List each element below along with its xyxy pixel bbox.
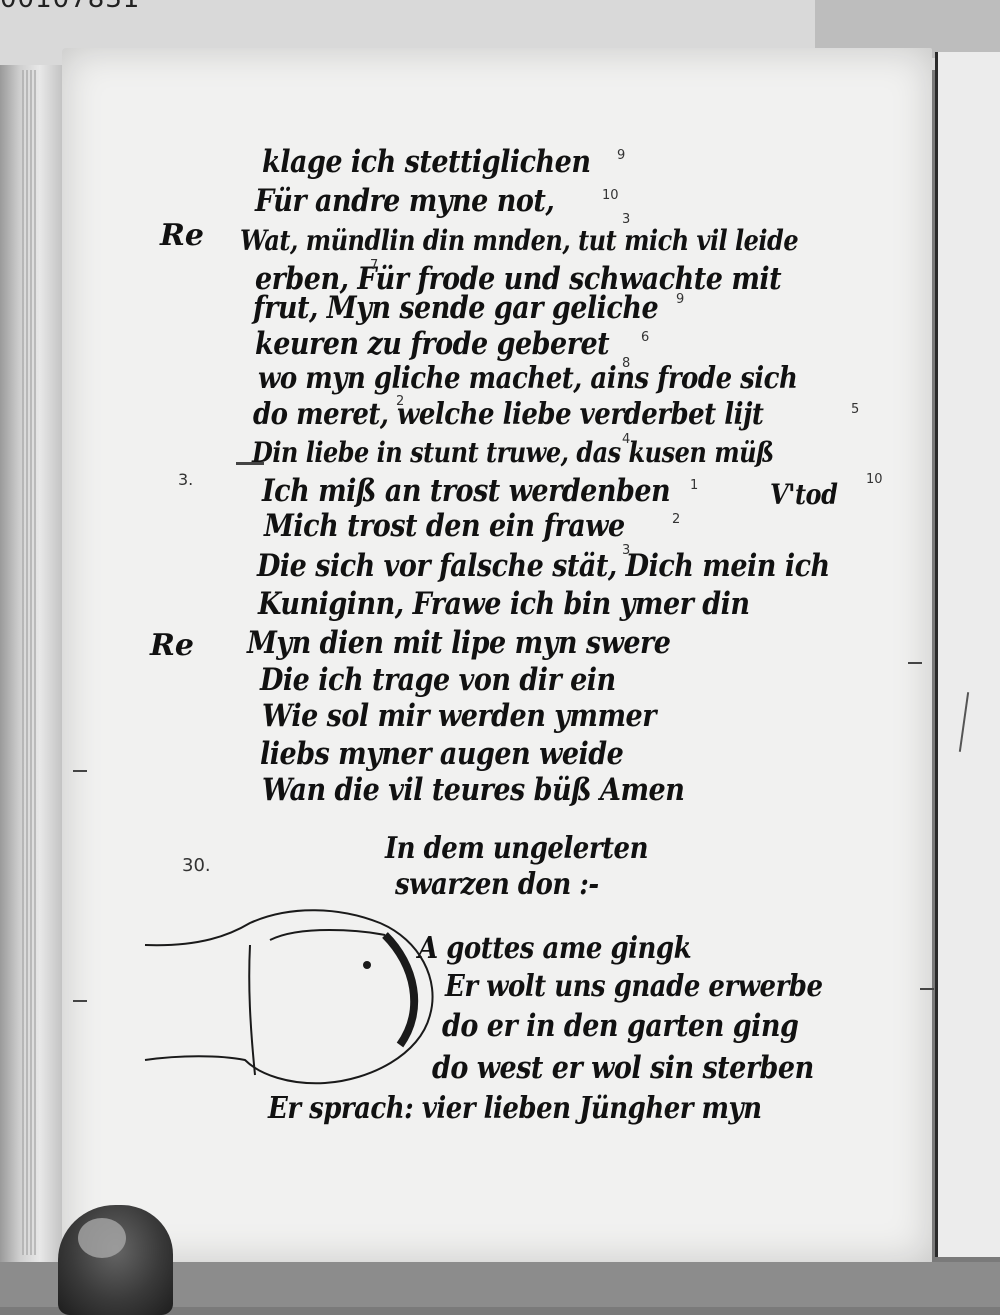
text-line: Wie sol mir werden ymmer bbox=[262, 698, 656, 735]
text-line: Wan die vil teures büß Amen bbox=[262, 772, 685, 809]
text-line: Die sich vor falsche stät, Dich mein ich bbox=[257, 548, 830, 585]
superscript-number: 9 bbox=[676, 292, 685, 307]
facing-page-edge bbox=[935, 52, 1000, 1257]
text-line: do west er wol sin sterben bbox=[432, 1050, 814, 1087]
superscript-number: 3 bbox=[622, 543, 631, 558]
text-line: Myn dien mit lipe myn swere bbox=[247, 625, 671, 662]
text-line: A gottes ame gingk bbox=[418, 931, 692, 967]
superscript-number: 1 bbox=[690, 478, 699, 493]
rubric-marker: Re bbox=[160, 218, 205, 253]
margin-tick bbox=[73, 770, 87, 772]
superscript-number: 3 bbox=[622, 212, 631, 227]
text-line: Mich trost den ein frawe bbox=[264, 508, 625, 545]
decorated-initial-d bbox=[144, 909, 434, 1085]
margin-number: 30. bbox=[182, 855, 211, 876]
margin-tick bbox=[920, 988, 934, 990]
text-line: Wat, mündlin din mnden, tut mich vil lei… bbox=[240, 223, 799, 258]
rubric-stroke bbox=[236, 462, 264, 465]
text-line: keuren zu frode geberet bbox=[255, 326, 610, 363]
superscript-number: 9 bbox=[617, 148, 626, 163]
text-line: frut, Myn sende gar geliche bbox=[253, 290, 659, 327]
manuscript-page bbox=[62, 48, 932, 1263]
text-line: Ich miß an trost werdenben bbox=[262, 473, 671, 510]
superscript-number: 10 bbox=[866, 472, 883, 487]
archive-id: 00107831 bbox=[0, 0, 140, 14]
superscript-number: 7 bbox=[370, 258, 379, 273]
superscript-number: 2 bbox=[672, 512, 681, 527]
text-line: wo myn gliche machet, ains frode sich bbox=[258, 361, 798, 397]
rubric-marker: Re bbox=[150, 628, 195, 663]
spine-edge bbox=[22, 70, 36, 1255]
facing-page-mark bbox=[958, 692, 970, 752]
text-line: In dem ungelerten bbox=[385, 831, 649, 867]
text-line: liebs myner augen weide bbox=[260, 736, 624, 773]
superscript-number: 4 bbox=[622, 432, 631, 447]
thumb-highlight bbox=[78, 1218, 126, 1258]
text-line: Er wolt uns gnade erwerbe bbox=[445, 969, 823, 1005]
text-line: erben, Für frode und schwachte mit bbox=[255, 261, 782, 298]
text-line: Kuniginn, Frawe ich bin ymer din bbox=[258, 586, 750, 623]
text-line: do er in den garten ging bbox=[442, 1008, 799, 1045]
side-note: V'tod bbox=[770, 477, 838, 512]
text-line: Die ich trage von dir ein bbox=[260, 662, 616, 699]
margin-number: 3. bbox=[178, 470, 194, 489]
text-line: Er sprach: vier lieben Jüngher myn bbox=[268, 1091, 762, 1127]
superscript-number: 2 bbox=[396, 394, 405, 409]
superscript-number: 8 bbox=[622, 356, 631, 371]
text-line: klage ich stettiglichen bbox=[262, 144, 591, 181]
text-line: do meret, welche liebe verderbet lijt bbox=[253, 397, 764, 433]
superscript-number: 5 bbox=[851, 402, 860, 417]
superscript-number: 10 bbox=[602, 188, 619, 203]
superscript-number: 6 bbox=[641, 330, 650, 345]
margin-tick bbox=[908, 662, 922, 664]
text-line: swarzen don :- bbox=[395, 867, 599, 903]
text-line: Für andre myne not, bbox=[255, 183, 555, 220]
text-line: Din liebe in stunt truwe, das kusen müß bbox=[252, 435, 774, 470]
margin-tick bbox=[73, 1000, 87, 1002]
